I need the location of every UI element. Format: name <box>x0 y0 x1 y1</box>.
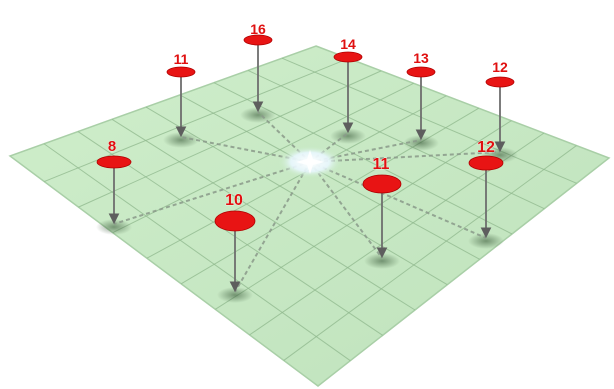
marker-label: 14 <box>340 36 356 52</box>
marker-label: 12 <box>492 59 508 75</box>
hub-connection-line <box>113 161 311 225</box>
marker-label: 11 <box>174 51 189 67</box>
marker-disc <box>243 34 273 46</box>
marker-shadow <box>96 219 132 235</box>
marker-label: 16 <box>250 21 266 37</box>
marker-shadow <box>364 253 400 269</box>
grid-line <box>78 70 382 208</box>
hub-connection-line <box>309 161 487 239</box>
marker-shadow <box>403 135 439 151</box>
grid-line <box>283 145 577 361</box>
grid-line <box>111 118 416 311</box>
marker-disc <box>468 155 504 171</box>
marker-label: 12 <box>477 139 495 156</box>
marker-disc <box>214 210 256 232</box>
ground-plane <box>8 45 611 387</box>
marker-shadows <box>96 107 518 303</box>
marker-label: 8 <box>108 138 116 155</box>
hub-connection-line <box>309 139 422 163</box>
marker-disc <box>96 155 132 169</box>
marker-label: 10 <box>225 192 243 209</box>
grid-line <box>146 95 447 259</box>
grid-line <box>43 143 351 362</box>
grid-line <box>77 131 383 336</box>
marker-label: 13 <box>413 50 429 66</box>
marker-pins: 16 11 14 13 12 8 12 11 10 <box>96 21 515 232</box>
marker-disc <box>166 66 196 78</box>
marker-label: 11 <box>373 156 390 173</box>
marker-disc <box>406 66 436 78</box>
marker-shadow <box>468 233 504 249</box>
marker-disc <box>362 174 402 194</box>
grid-line <box>215 120 512 310</box>
grid-line <box>281 57 577 184</box>
grid-line <box>247 69 545 210</box>
center-hub-star <box>296 150 324 174</box>
hub-connection-line <box>257 111 311 163</box>
marker-arrows <box>108 45 506 293</box>
marker-disc <box>333 51 363 63</box>
marker-disc <box>485 76 515 88</box>
hub-connection-line <box>309 161 383 259</box>
marker-shadow <box>163 132 199 148</box>
grid-line <box>179 94 480 260</box>
grid-line <box>44 57 349 183</box>
marker-shadow <box>240 107 276 123</box>
marker-shadow <box>217 287 253 303</box>
